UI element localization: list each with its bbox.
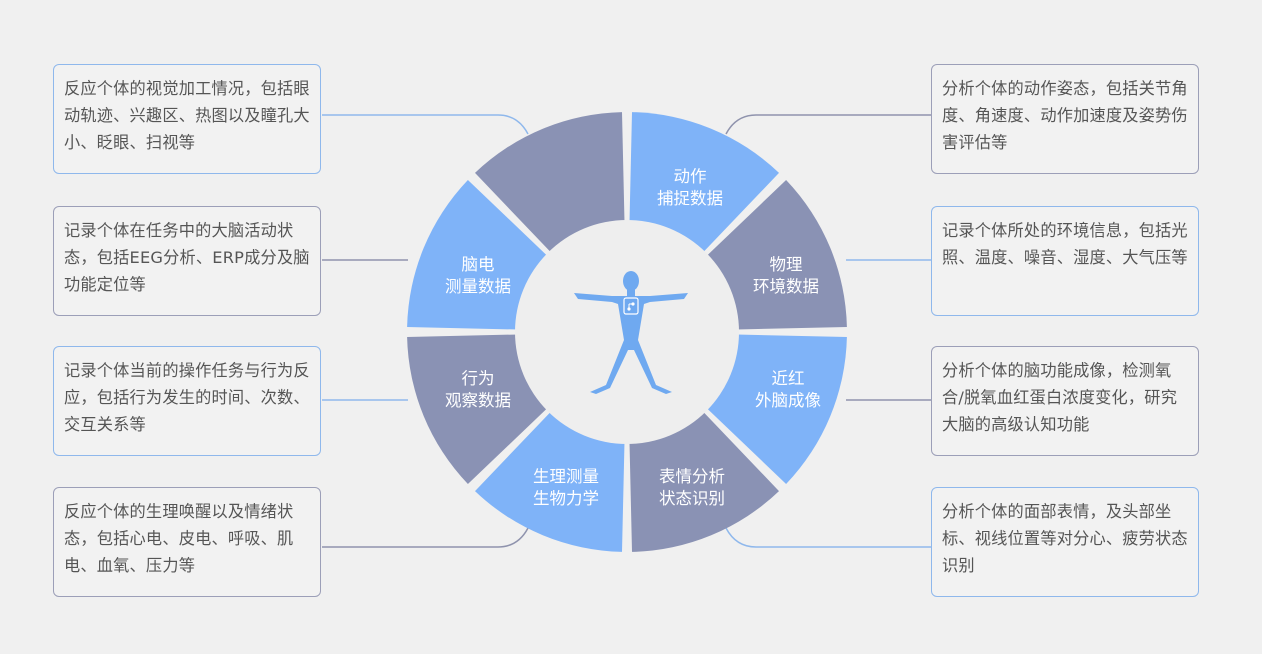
description-eye-tracking: 反应个体的视觉加工情况，包括眼动轨迹、兴趣区、热图以及瞳孔大小、眨眼、扫视等 xyxy=(53,64,321,174)
segment-label-line: 近红 xyxy=(772,369,805,388)
segment-label-line: 动作 xyxy=(674,167,707,186)
segment-label-line: 物理 xyxy=(770,255,803,274)
segment-label-line: 捕捉数据 xyxy=(657,189,723,208)
segment-label-line: 行为 xyxy=(462,369,495,388)
segment-label-line: 测量数据 xyxy=(445,277,511,296)
segment-label-line: 生理测量 xyxy=(533,467,599,486)
human-figure-icon xyxy=(574,271,688,394)
description-physiology: 反应个体的生理唤醒以及情绪状态，包括心电、皮电、呼吸、肌电、血氧、压力等 xyxy=(53,487,321,597)
segment-label-expression: 表情分析状态识别 xyxy=(659,467,725,508)
segment-label-behavior: 行为观察数据 xyxy=(445,369,511,410)
segment-label-line: 状态识别 xyxy=(659,489,725,508)
segment-label-line: 表情分析 xyxy=(659,467,725,486)
segment-label-environment: 物理环境数据 xyxy=(753,255,819,296)
segment-label-line: 环境数据 xyxy=(753,277,819,296)
description-environment: 记录个体所处的环境信息，包括光照、温度、噪音、湿度、大气压等 xyxy=(931,206,1199,316)
connector-expression xyxy=(725,527,931,548)
segment-label-motion-capture: 动作捕捉数据 xyxy=(657,167,723,208)
description-motion-capture: 分析个体的动作姿态，包括关节角度、角速度、动作加速度及姿势伤害评估等 xyxy=(931,64,1199,174)
connector-motion-capture xyxy=(725,114,931,135)
segment-label-fnirs: 近红外脑成像 xyxy=(755,369,821,410)
description-behavior: 记录个体当前的操作任务与行为反应，包括行为发生的时间、次数、交互关系等 xyxy=(53,346,321,456)
description-expression: 分析个体的面部表情，及头部坐标、视线位置等对分心、疲劳状态识别 xyxy=(931,487,1199,597)
connector-eye-tracking xyxy=(322,114,529,135)
segment-label-line: 观察数据 xyxy=(445,391,511,410)
segment-label-eeg: 脑电测量数据 xyxy=(445,255,511,296)
segment-label-line: 生物力学 xyxy=(533,489,599,508)
connector-lines xyxy=(322,114,931,548)
segment-label-physiology: 生理测量生物力学 xyxy=(533,467,599,508)
description-eeg: 记录个体在任务中的大脑活动状态，包括EEG分析、ERP成分及脑功能定位等 xyxy=(53,206,321,316)
connector-physiology xyxy=(322,527,529,548)
segment-label-line: 脑电 xyxy=(462,255,495,274)
segment-label-line: 外脑成像 xyxy=(755,391,821,410)
description-fnirs: 分析个体的脑功能成像，检测氧合/脱氧血红蛋白浓度变化，研究大脑的高级认知功能 xyxy=(931,346,1199,456)
